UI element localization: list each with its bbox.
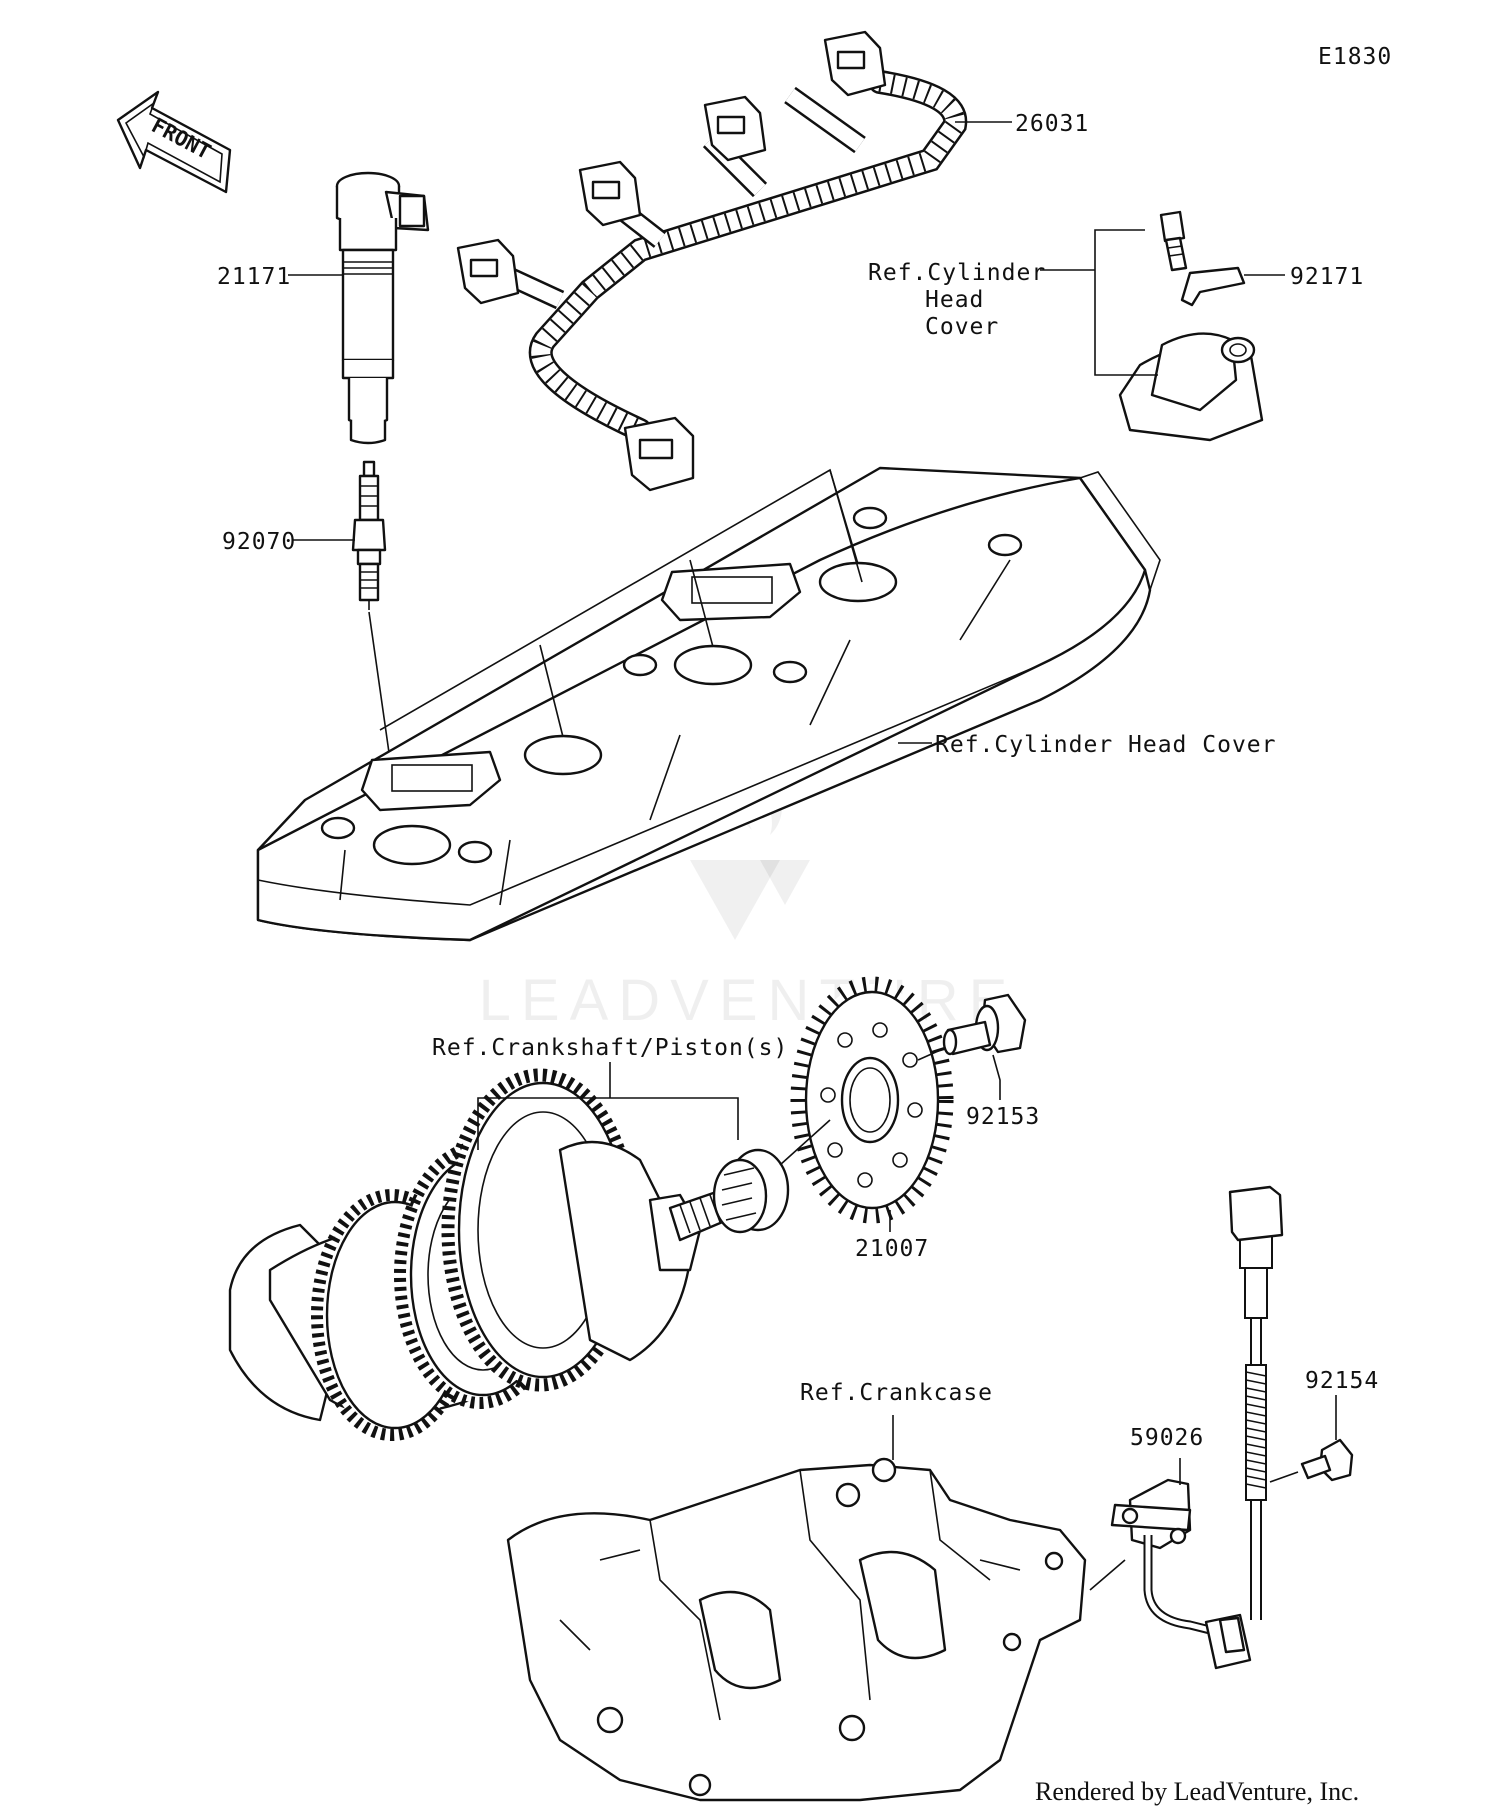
watermark-text: LEADVENTURE — [479, 968, 1018, 1033]
ref-cylinder-head-cover: Ref.Cylinder Head Cover — [935, 732, 1277, 758]
callout-21171: 21171 — [217, 264, 291, 290]
callout-92153: 92153 — [966, 1104, 1040, 1130]
ref-cylinder-head-cover-small-line2: Head — [925, 287, 984, 313]
ref-crankcase: Ref.Crankcase — [800, 1380, 993, 1406]
callout-59026: 59026 — [1130, 1425, 1204, 1451]
wire-harness — [456, 30, 968, 492]
callout-92171: 92171 — [1290, 264, 1364, 290]
front-arrow-icon: FRONT — [116, 90, 232, 194]
ref-crankshaft-pistons: Ref.Crankshaft/Piston(s) — [432, 1035, 788, 1061]
callout-26031: 26031 — [1015, 111, 1089, 137]
crankshaft — [228, 1068, 734, 1441]
cam-sensor-cover — [1118, 332, 1264, 442]
ref-cylinder-head-cover-small-line1: Ref.Cylinder — [868, 260, 1046, 286]
timing-rotor — [790, 976, 954, 1224]
spark-plug — [351, 460, 387, 610]
callout-92070: 92070 — [222, 529, 296, 555]
ref-cylinder-head-cover-small-line3: Cover — [925, 314, 999, 340]
bolt-92153 — [942, 993, 1027, 1056]
bolt-92171 — [1159, 210, 1188, 272]
crankshaft-sleeve — [712, 1148, 790, 1234]
cylinder-head-cover — [256, 466, 1161, 942]
callout-21007: 21007 — [855, 1236, 929, 1262]
ignition-coil — [335, 171, 430, 445]
footer-credit: Rendered by LeadVenture, Inc. — [1035, 1777, 1359, 1806]
clamp-92171 — [1180, 266, 1246, 307]
crankcase — [506, 1457, 1087, 1802]
diagram-code: E1830 — [1318, 44, 1392, 70]
bolt-92154 — [1300, 1438, 1354, 1482]
callout-92154: 92154 — [1305, 1368, 1379, 1394]
crank-position-sensor — [1110, 1185, 1284, 1670]
